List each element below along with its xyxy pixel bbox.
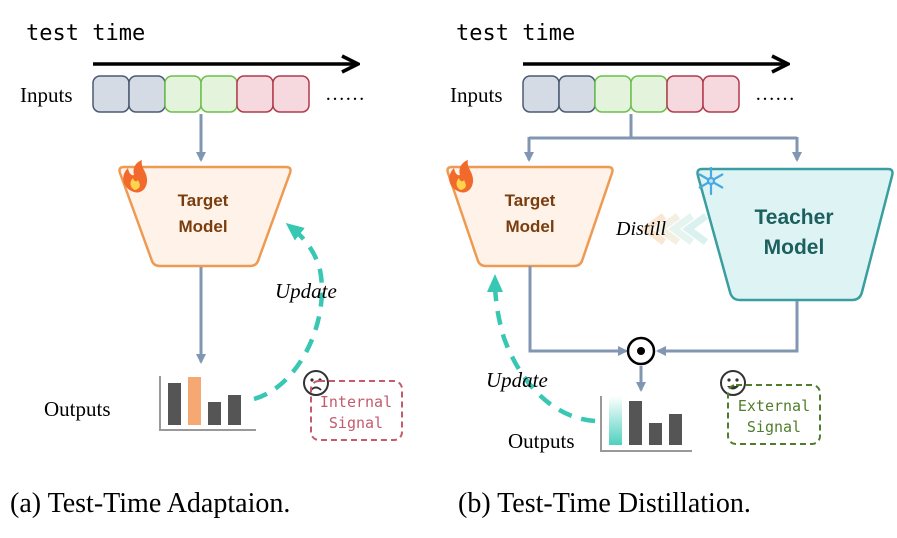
outputs-label: Outputs	[508, 429, 575, 453]
fire-icon	[123, 160, 148, 193]
test-time-label: test time	[26, 21, 145, 46]
input-split-arrows	[524, 114, 802, 162]
update-arrow	[253, 223, 325, 402]
input-sequence	[522, 75, 740, 113]
input-token	[630, 75, 668, 113]
input-token	[522, 75, 560, 113]
external-signal-label: External	[738, 397, 810, 415]
input-token	[666, 75, 704, 113]
ellipsis: ……	[325, 83, 365, 105]
snowflake-icon	[698, 166, 724, 196]
external-signal-label-2: Signal	[747, 418, 801, 436]
inputs-label: Inputs	[20, 83, 73, 107]
hadamard-product-icon	[626, 336, 656, 366]
output-bar-highlight	[609, 396, 622, 445]
input-sequence	[92, 75, 310, 113]
input-token	[236, 75, 274, 113]
input-token	[702, 75, 740, 113]
input-token	[594, 75, 632, 113]
external-signal-box	[727, 384, 821, 445]
input-token	[92, 75, 130, 113]
caption-b: (b) Test-Time Distillation.	[458, 488, 751, 519]
target-model-label: Target	[505, 191, 556, 210]
bar-chart-icon	[600, 396, 692, 452]
target-model-label: Target	[178, 191, 229, 210]
update-arrow	[487, 274, 596, 424]
internal-signal-label: Internal	[320, 393, 392, 411]
input-token	[200, 75, 238, 113]
target-model-label-2: Model	[505, 217, 554, 236]
caption-a: (a) Test-Time Adaptaion.	[10, 488, 290, 519]
target-model-label-2: Model	[178, 217, 227, 236]
internal-signal-box	[310, 380, 403, 441]
input-token	[128, 75, 166, 113]
output-bar	[629, 401, 642, 445]
output-bar	[669, 414, 682, 445]
teacher-model-box	[696, 167, 894, 302]
output-bar-highlight	[188, 377, 201, 425]
teacher-model-label-2: Model	[764, 236, 825, 259]
input-token	[164, 75, 202, 113]
ellipsis: ……	[755, 83, 795, 105]
panel-test-time-adaptation: test time Inputs …… Target Model Outputs	[10, 21, 403, 519]
input-token	[558, 75, 596, 113]
fire-icon	[449, 160, 474, 193]
merge-arrows	[528, 266, 799, 392]
output-bar	[168, 383, 181, 425]
update-label: Update	[486, 368, 548, 392]
teacher-model-label: Teacher	[755, 206, 834, 229]
outputs-label: Outputs	[44, 397, 111, 421]
internal-signal-label-2: Signal	[329, 414, 383, 432]
distill-label: Distill	[615, 218, 666, 240]
happy-face-icon	[720, 370, 746, 396]
sad-face-icon	[303, 370, 329, 396]
output-bar	[649, 423, 662, 445]
test-time-label: test time	[456, 21, 575, 46]
output-bar	[228, 395, 241, 425]
distill-chevrons	[640, 213, 709, 245]
update-label: Update	[275, 279, 337, 303]
bar-chart-icon	[159, 376, 256, 431]
output-bar	[208, 402, 221, 425]
inputs-label: Inputs	[450, 83, 503, 107]
target-model-box	[118, 165, 292, 268]
panel-test-time-distillation: test time Inputs …… Target Model Teacher…	[446, 21, 894, 519]
input-token	[272, 75, 310, 113]
target-model-box	[446, 165, 614, 268]
